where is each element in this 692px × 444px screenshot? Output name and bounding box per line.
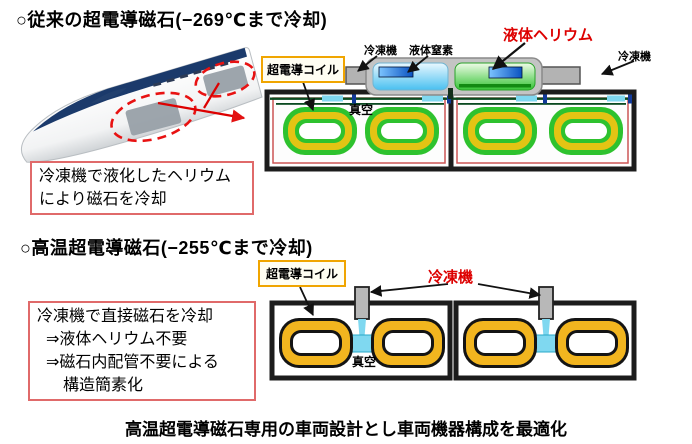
pointer-line-rear (203, 82, 220, 109)
train-body (20, 47, 263, 163)
hts-coil (371, 318, 445, 368)
note-line: 冷凍機で直接磁石を冷却 (37, 308, 214, 325)
train-window (219, 61, 229, 67)
section-title-hts: ○高温超電導磁石(−255℃まで冷却) (20, 238, 313, 258)
cooling-pipe (276, 103, 444, 105)
cold-pipe (542, 319, 550, 337)
pipe-valve (543, 94, 547, 104)
cold-pipe (358, 319, 366, 337)
pipe-port (516, 95, 537, 102)
hts-magnet-diagram (269, 283, 637, 381)
hts-coil (555, 318, 629, 368)
pipe-valve (628, 94, 632, 104)
pipe-port (607, 95, 625, 102)
train-bogie-front (125, 98, 182, 136)
train-cockpit-canopy (89, 87, 127, 104)
hts-note-box: 冷凍機で直接磁石を冷却 ⇒液体ヘリウム不要 ⇒磁石内配管不要による 構造簡素化 (28, 301, 256, 401)
maglev-train-illustration (20, 47, 263, 163)
superconducting-coil (463, 107, 537, 155)
liquid-helium-label: 液体ヘリウム (503, 27, 594, 44)
refrigerator-stub-right (536, 66, 581, 85)
conventional-note-box: 冷凍機で液化したヘリウム により磁石を冷却 (30, 161, 254, 215)
arrow-coil-label (299, 286, 314, 317)
coil-callout-bottom: 超電導コイル (258, 260, 346, 287)
arrow-refrigerator-left (357, 55, 378, 72)
highlight-ellipse-front (110, 91, 197, 143)
refrigerator-label-right: 冷凍機 (618, 51, 651, 63)
bottom-caption: 高温超電導磁石専用の車両設計とし車両機器構成を最適化 (125, 420, 567, 439)
arrow-liquid-nitrogen (407, 55, 429, 73)
superconducting-coil (365, 107, 439, 155)
liquid-nitrogen-label: 液体窒素 (409, 45, 453, 57)
helium-bottom-line (459, 84, 531, 88)
vacuum-label-top: 真空 (349, 103, 374, 117)
arrow-liquid-helium (491, 42, 526, 70)
note-line: 構造簡素化 (63, 377, 144, 394)
refrigerator-label-bottom: 冷凍機 (428, 269, 474, 286)
cooling-pipe (458, 103, 626, 105)
note-line: 冷凍機で液化したヘリウム (39, 168, 232, 185)
arrow-coil-label (302, 81, 315, 112)
refrigerator-rod-left (354, 286, 370, 320)
note-line: ⇒磁石内配管不要による (46, 354, 219, 371)
hts-coil (279, 318, 353, 368)
note-line: により磁石を冷却 (39, 191, 167, 208)
refrigerator-rod-right (538, 286, 554, 320)
refrigerator-label-left: 冷凍機 (364, 45, 397, 57)
coil-callout-top: 超電導コイル (261, 56, 345, 83)
conventional-magnet-diagram (264, 42, 637, 172)
nitrogen-level-bar (378, 66, 414, 78)
superconducting-coil (283, 107, 357, 155)
arrow-refrigerator-left (369, 283, 449, 297)
center-feed (448, 88, 453, 99)
pointer-arrow-to-diagram (157, 101, 246, 123)
train-window (166, 77, 175, 83)
pipe-port (322, 95, 343, 102)
superconducting-coil (549, 107, 623, 155)
pipe-port (422, 95, 443, 102)
arrow-refrigerator-right (477, 283, 542, 299)
train-window (152, 81, 162, 87)
note-line: ⇒液体ヘリウム不要 (46, 331, 188, 348)
train-roof-stripe (33, 47, 247, 132)
vacuum-label-bottom: 真空 (352, 355, 377, 369)
train-window (193, 69, 202, 75)
pipe-valve (352, 94, 356, 104)
train-window (179, 73, 189, 79)
hts-coil (463, 318, 537, 368)
highlight-ellipse-rear (194, 60, 256, 98)
section-title-conventional: ○従来の超電導磁石(−269℃まで冷却) (16, 10, 328, 30)
arrow-refrigerator-right (600, 60, 635, 76)
